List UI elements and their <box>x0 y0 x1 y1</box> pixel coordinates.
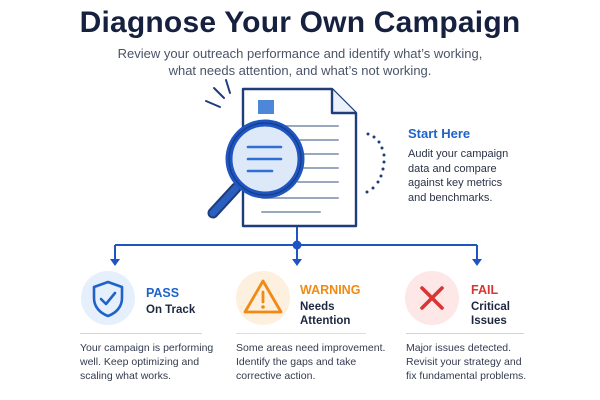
page-title: Diagnose Your Own Campaign <box>79 6 521 39</box>
page-subtitle: Review your outreach performance and ide… <box>0 45 600 79</box>
branch-node <box>292 240 302 250</box>
fail-description: Major issues detected. Revisit your stra… <box>406 341 526 383</box>
dotted-arc <box>365 132 386 194</box>
start-body-line: against key metrics <box>408 177 503 189</box>
warning-label-line: Needs <box>300 301 335 313</box>
warning-divider <box>236 333 366 334</box>
start-body-line: data and compare <box>408 162 497 175</box>
warning-triangle-icon <box>236 271 290 325</box>
pass-desc-line: scaling what works. <box>80 370 172 382</box>
fail-label: Critical Issues <box>471 300 510 328</box>
magnifier-icon <box>207 119 305 219</box>
fail-divider <box>406 333 524 334</box>
fail-label-line: Issues <box>471 315 507 327</box>
subtitle-line-2: what needs attention, and what’s not wor… <box>168 63 432 78</box>
pass-divider <box>80 333 202 334</box>
start-here-body: Audit your campaign data and compare aga… <box>408 147 538 205</box>
start-here-title: Start Here <box>408 126 471 141</box>
start-body-line: and benchmarks. <box>408 191 493 204</box>
warning-label-line: Attention <box>300 315 351 327</box>
subtitle-line-1: Review your outreach performance and ide… <box>117 46 483 61</box>
spark-lines-icon <box>205 79 231 108</box>
warning-description: Some areas need improvement. Identify th… <box>236 341 385 383</box>
shield-check-icon <box>81 271 135 325</box>
pass-desc-line: Your campaign is performing <box>80 342 214 354</box>
warning-desc-line: Some areas need improvement. <box>236 342 386 354</box>
fail-desc-line: fix fundamental problems. <box>406 370 527 382</box>
x-mark-icon <box>405 271 459 325</box>
fail-desc-line: Revisit your strategy and <box>406 356 522 368</box>
pass-description: Your campaign is performing well. Keep o… <box>80 341 213 383</box>
pass-desc-line: well. Keep optimizing and <box>80 356 200 368</box>
fail-status: FAIL <box>471 283 499 297</box>
fail-desc-line: Major issues detected. <box>406 342 512 354</box>
fail-label-line: Critical <box>471 301 510 313</box>
warning-status: WARNING <box>300 283 361 297</box>
start-here-callout: Start Here Audit your campaign data and … <box>408 126 538 205</box>
warning-label: Needs Attention <box>300 300 350 328</box>
warning-desc-line: Identify the gaps and take <box>236 356 357 368</box>
pass-status: PASS <box>146 286 180 300</box>
start-body-line: Audit your campaign <box>408 148 509 160</box>
warning-desc-line: corrective action. <box>236 370 316 382</box>
pass-label: On Track <box>146 304 196 316</box>
branch-arrows <box>110 259 482 266</box>
